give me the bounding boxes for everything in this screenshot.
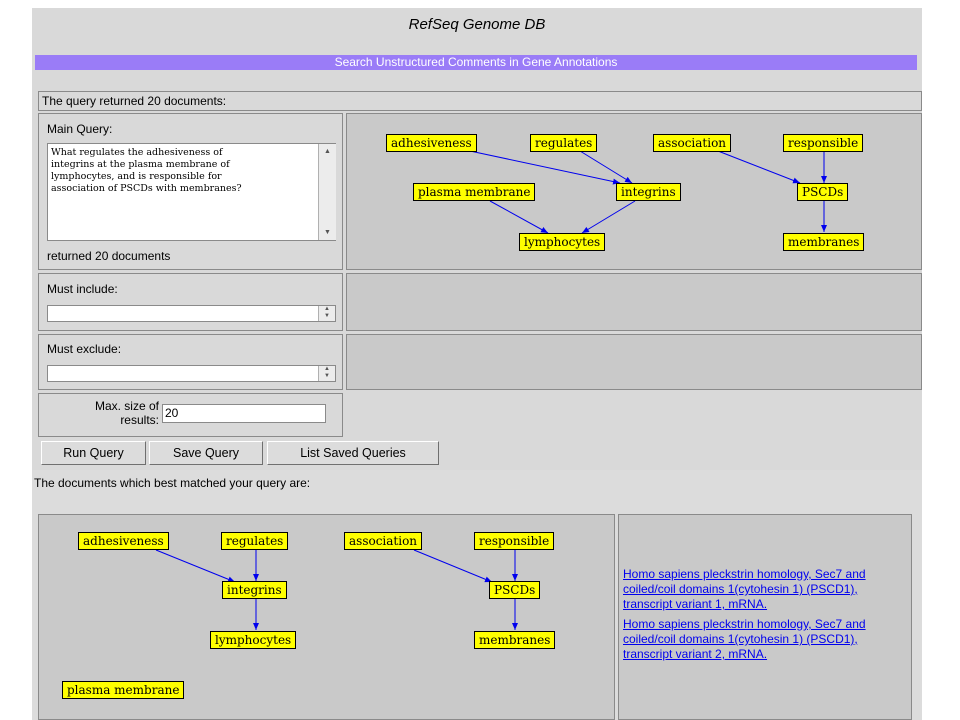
textarea-scrollbar[interactable]: ▲ ▼ xyxy=(318,144,336,240)
exclude-field[interactable]: ▲▼ xyxy=(47,365,336,382)
node-adhesiveness: adhesiveness xyxy=(386,134,477,152)
node-plasma-membrane: plasma membrane xyxy=(62,681,185,699)
node-plasma-membrane: plasma membrane xyxy=(413,183,536,201)
node-lymphocytes: lymphocytes xyxy=(210,631,297,649)
exclude-spin-icon[interactable]: ▲▼ xyxy=(318,366,335,381)
node-integrins: integrins xyxy=(616,183,681,201)
edge-adhesiveness-integrins xyxy=(469,150,621,185)
node-association: association xyxy=(344,532,423,550)
exclude-graph-panel xyxy=(346,334,922,390)
max-size-input[interactable]: 20 xyxy=(162,404,326,423)
main-query-textarea[interactable]: What regulates the adhesiveness of integ… xyxy=(47,143,336,241)
node-pscds: PSCDs xyxy=(489,581,541,599)
app-title: RefSeq Genome DB xyxy=(408,16,546,33)
include-label: Must include: xyxy=(47,282,118,296)
node-lymphocytes: lymphocytes xyxy=(519,233,606,251)
node-membranes: membranes xyxy=(474,631,556,649)
exclude-label: Must exclude: xyxy=(47,342,122,356)
node-adhesiveness: adhesiveness xyxy=(78,532,169,550)
node-pscds: PSCDs xyxy=(797,183,849,201)
node-membranes: membranes xyxy=(783,233,865,251)
edge-association-pscds xyxy=(717,150,801,184)
include-graph-panel xyxy=(346,273,922,331)
result-link[interactable]: Homo sapiens pleckstrin homology, Sec7 a… xyxy=(623,567,866,611)
edge-plasma-membrane-lymphocytes xyxy=(489,200,549,234)
include-spin-icon[interactable]: ▲▼ xyxy=(318,306,335,321)
edge-regulates-integrins xyxy=(579,150,633,184)
edge-integrins-lymphocytes xyxy=(581,200,636,234)
page-banner: Search Unstructured Comments in Gene Ann… xyxy=(35,55,917,70)
max-size-label: Max. size of results: xyxy=(94,399,159,427)
node-association: association xyxy=(653,134,732,152)
edge-adhesiveness-integrins xyxy=(155,549,236,583)
scroll-down-icon[interactable]: ▼ xyxy=(324,229,331,236)
node-regulates: regulates xyxy=(221,532,289,550)
run-query-button[interactable]: Run Query xyxy=(41,441,146,465)
node-regulates: regulates xyxy=(530,134,598,152)
include-field[interactable]: ▲▼ xyxy=(47,305,336,322)
result-link[interactable]: Homo sapiens pleckstrin homology, Sec7 a… xyxy=(623,617,866,661)
list-saved-queries-button[interactable]: List Saved Queries xyxy=(267,441,439,465)
node-responsible: responsible xyxy=(474,532,555,550)
node-integrins: integrins xyxy=(222,581,287,599)
returned-count: returned 20 documents xyxy=(47,249,171,263)
edge-association-pscds xyxy=(413,549,493,583)
node-responsible: responsible xyxy=(783,134,864,152)
result-links-panel xyxy=(618,514,912,720)
status-text: The query returned 20 documents: xyxy=(42,94,227,108)
results-heading: The documents which best matched your qu… xyxy=(34,476,311,490)
scrollbar-track[interactable]: ▲ ▼ xyxy=(318,144,336,240)
status-bar: The query returned 20 documents: xyxy=(38,91,922,111)
save-query-button[interactable]: Save Query xyxy=(149,441,263,465)
scroll-up-icon[interactable]: ▲ xyxy=(324,148,331,155)
main-query-label: Main Query: xyxy=(47,122,113,136)
